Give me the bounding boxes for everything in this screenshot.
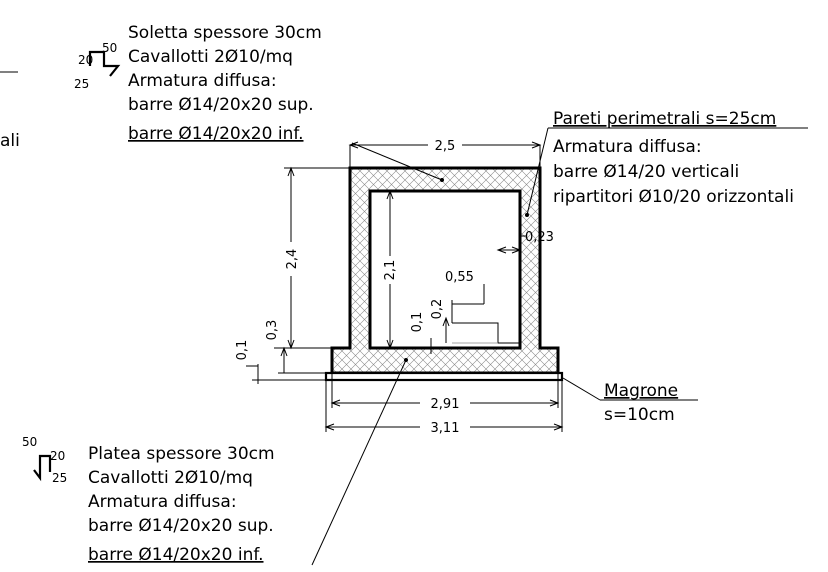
slab-note-line1: Soletta spessore 30cm	[128, 23, 322, 43]
base-note: Platea spessore 30cm Cavallotti 2Ø10/mq …	[88, 444, 275, 565]
dim-inner-height-label: 2,1	[383, 260, 398, 281]
base-note-line2: Cavallotti 2Ø10/mq	[88, 468, 253, 488]
walls-note-line2: Armatura diffusa:	[553, 137, 702, 157]
lean-concrete-layer	[324, 371, 564, 382]
dim-lean-thickness	[246, 364, 326, 384]
walls-note-line4: ripartitori Ø10/20 orizzontali	[553, 187, 794, 207]
dim-step-height	[442, 316, 450, 343]
inner-step-outline	[452, 322, 520, 344]
slab-stirrup-icon	[88, 50, 121, 77]
slab-bar-dim-a: 20	[78, 53, 93, 67]
base-note-line3: Armatura diffusa:	[88, 492, 237, 512]
base-note-line1: Platea spessore 30cm	[88, 444, 275, 464]
dim-base-thickness-label: 0,3	[265, 320, 280, 341]
dim-outer-height-label: 2,4	[285, 249, 300, 270]
base-note-line5: barre Ø14/20x20 inf.	[88, 545, 264, 565]
dim-top-width	[348, 141, 542, 168]
slab-note-line2: Cavallotti 2Ø10/mq	[128, 47, 293, 67]
slab-bar-dim-b: 50	[102, 41, 117, 55]
slab-note-line5: barre Ø14/20x20 inf.	[128, 124, 304, 144]
slab-note-line3: Armatura diffusa:	[128, 71, 277, 91]
base-note-line4: barre Ø14/20x20 sup.	[88, 516, 274, 536]
dim-inner-height	[386, 189, 394, 350]
base-bar-dim-a: 50	[22, 435, 37, 449]
dim-step-width	[451, 284, 485, 323]
dim-lower-step-label: 0,1	[410, 312, 425, 333]
dim-base-width-label: 2,91	[431, 397, 460, 412]
dim-wall-offset	[496, 235, 526, 254]
dim-lean-thickness-label: 0,1	[235, 340, 250, 361]
dim-wall-offset-label: 0,23	[525, 230, 554, 245]
dim-lean-width-label: 3,11	[431, 421, 460, 436]
slab-bar-dim-c: 25	[74, 77, 89, 91]
left-fragment-text: ali	[0, 131, 20, 151]
leader-lines	[0, 71, 808, 566]
base-bar-dim-b: 20	[50, 449, 65, 463]
dim-base-thickness	[274, 346, 332, 374]
dim-lower-step	[425, 338, 455, 354]
slab-note: Soletta spessore 30cm Cavallotti 2Ø10/mq…	[128, 23, 322, 144]
dim-step-width-label: 0,55	[445, 270, 474, 285]
dim-base-width	[330, 373, 560, 408]
slab-note-line4: barre Ø14/20x20 sup.	[128, 95, 314, 115]
dim-top-width-label: 2,5	[435, 139, 456, 154]
dim-outer-height	[284, 166, 350, 350]
walls-note: Pareti perimetrali s=25cm Armatura diffu…	[553, 109, 794, 207]
dim-step-height-label: 0,2	[430, 299, 445, 320]
walls-note-line1: Pareti perimetrali s=25cm	[553, 109, 776, 129]
walls-note-line3: barre Ø14/20 verticali	[553, 162, 739, 182]
base-stirrup-icon	[33, 454, 52, 482]
dim-lean-width	[324, 380, 564, 432]
lean-note: Magrone s=10cm	[604, 381, 678, 425]
base-bar-dim-c: 25	[52, 471, 67, 485]
lean-note-line2: s=10cm	[604, 405, 675, 425]
lean-note-line1: Magrone	[604, 381, 678, 401]
